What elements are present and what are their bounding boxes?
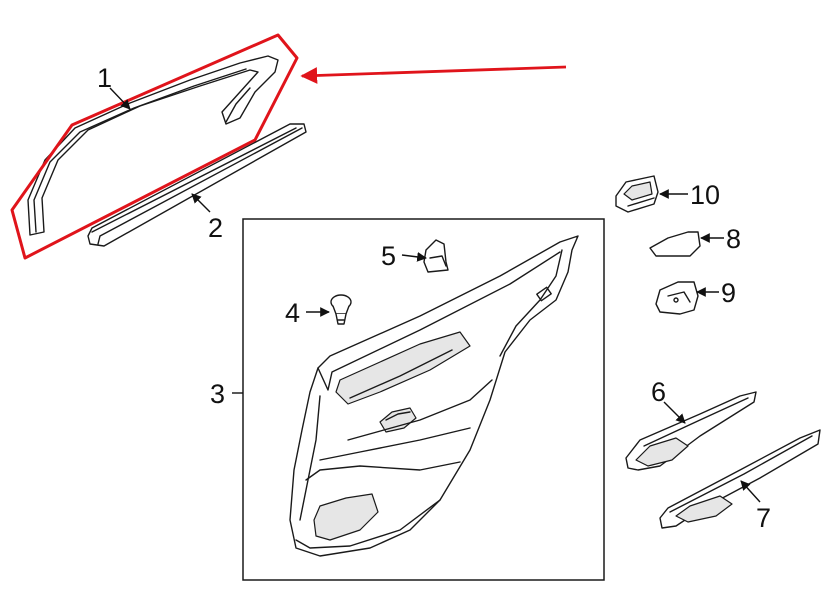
callout-4: 4 [285,298,300,328]
callout-9: 9 [721,278,736,308]
highlight-outline [10,33,299,260]
callout-3: 3 [210,379,225,409]
part-4-push-clip [330,294,352,325]
callout-10: 10 [690,180,720,210]
callout-7: 7 [756,503,771,533]
leader-7 [740,480,761,503]
leader-6 [663,401,686,424]
callout-1: 1 [97,63,112,93]
part-5-clip-bracket [423,239,449,273]
part-7-pull-handle-bezel [659,429,821,529]
callout-5: 5 [381,241,396,271]
part-6-armrest-trim [625,391,757,471]
part-10-window-switch [615,175,659,213]
callout-2: 2 [208,213,223,243]
part-2-belt-molding [87,123,307,247]
part-8-cover-cap [649,231,701,257]
highlight-arrow [300,65,567,84]
part-9-bracket [655,281,699,315]
part-3-door-trim-panel [289,235,579,557]
part-3-group-box [242,218,605,581]
callout-8: 8 [726,224,741,254]
callout-6: 6 [651,377,666,407]
leader-2 [191,193,211,213]
leader-1 [109,87,131,110]
leader-5 [401,252,427,262]
